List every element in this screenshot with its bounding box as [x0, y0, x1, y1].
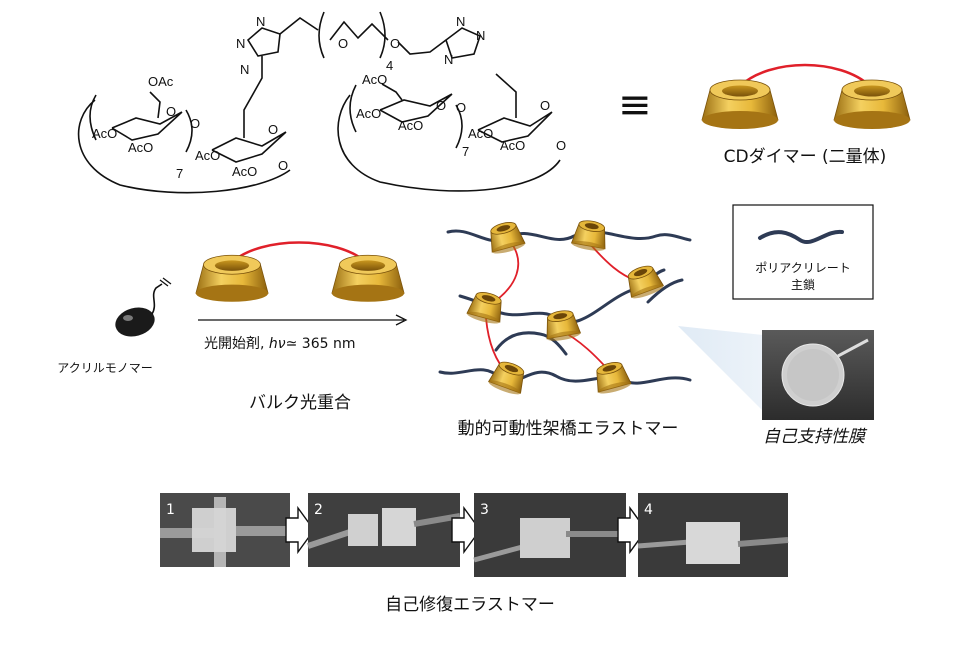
- condition-hv: hν: [269, 336, 286, 352]
- label-oac: OAc: [148, 74, 174, 89]
- peg-paren-open: [318, 11, 325, 59]
- label-repeat-right: 7: [462, 144, 469, 159]
- label-aco-4: AcO: [232, 164, 257, 179]
- legend-line-1: ポリアクリレート: [755, 261, 850, 275]
- label-o-4: O: [278, 158, 288, 173]
- step-number-1: 1: [166, 502, 175, 518]
- label-n-6: N: [444, 52, 453, 67]
- film-photo: [762, 330, 874, 420]
- cyclodextrin-left: [701, 79, 779, 130]
- label-n-5: N: [476, 28, 485, 43]
- label-repeat-peg: 4: [386, 58, 393, 73]
- bracket-left-close: [185, 109, 193, 153]
- ch2-aco-bond: [381, 83, 403, 101]
- legend-line-2: 主鎖: [791, 277, 815, 292]
- peg-paren-close: [379, 11, 386, 59]
- reaction-arrow: [198, 314, 408, 326]
- step-arrow-2: [451, 505, 481, 555]
- label-o-1: O: [190, 116, 200, 131]
- process-label: バルク光重合: [249, 393, 351, 413]
- label-o-7: O: [540, 98, 550, 113]
- chain-legend-icon: [758, 229, 844, 244]
- reaction-condition: 光開始剤, hν≃ 365 nm: [204, 336, 355, 352]
- healing-sequence: 1 2 3 4: [160, 493, 789, 577]
- label-o-5: O: [436, 98, 446, 113]
- step-number-3: 3: [480, 502, 489, 518]
- label-o-peg-2: O: [390, 36, 400, 51]
- healing-photo-4: [637, 493, 789, 577]
- label-aco-5: AcO: [362, 72, 387, 87]
- triazole-left: [246, 27, 281, 57]
- step-number-4: 4: [644, 502, 653, 518]
- label-o-3: O: [268, 122, 278, 137]
- zoom-beam: [678, 326, 772, 420]
- glucose-ring-right: [379, 93, 453, 123]
- healing-photo-2: [307, 493, 461, 567]
- label-o-peg-1: O: [338, 36, 348, 51]
- monomer-label: アクリルモノマー: [57, 361, 152, 375]
- condition-wavelength: ≃ 365 nm: [286, 336, 356, 352]
- cd-ring-loop-left: [77, 99, 291, 194]
- label-n-3: N: [256, 14, 265, 29]
- label-aco-3: AcO: [195, 148, 220, 163]
- acryl-monomer-icon: [115, 277, 172, 337]
- reagent-cd-left: [195, 254, 269, 303]
- label-aco-6: AcO: [356, 106, 381, 121]
- reagent-cd-right: [331, 254, 405, 303]
- dimer-linker: [739, 63, 871, 87]
- step-arrow-1: [285, 505, 315, 555]
- glucose-ring-lower: [211, 131, 287, 163]
- crosslinks: [485, 243, 641, 375]
- glucose-ring-left: [111, 111, 183, 141]
- label-aco-9: AcO: [500, 138, 525, 153]
- label-aco-2: AcO: [128, 140, 153, 155]
- elastomer-network: [438, 217, 692, 398]
- label-n-1: N: [240, 62, 249, 77]
- cd-dimer-caption: CDダイマー (二量体): [724, 147, 887, 167]
- healing-photo-1: [160, 493, 290, 567]
- step-number-2: 2: [314, 502, 323, 518]
- cd-dimer-cartoon: [701, 63, 911, 130]
- label-repeat-left: 7: [176, 166, 183, 181]
- network-caption: 動的可動性架橋エラストマー: [458, 419, 679, 439]
- label-aco-1: AcO: [92, 126, 117, 141]
- legend-box: [732, 204, 874, 300]
- peg-chain: [279, 17, 447, 55]
- bracket-right-close: [455, 104, 463, 149]
- linker-right-bond: [495, 73, 517, 118]
- label-o-2: O: [166, 104, 176, 119]
- glucose-ring-lower-right: [477, 111, 553, 143]
- bracket-left-open: [89, 94, 97, 141]
- cd-dimer-reagent: [195, 241, 405, 303]
- triazole-right: [445, 27, 481, 59]
- bracket-right-open: [349, 84, 357, 133]
- label-n-2: N: [236, 36, 245, 51]
- label-aco-8: AcO: [468, 126, 493, 141]
- reagent-linker: [231, 241, 367, 263]
- cd-ring-loop-right: [337, 94, 561, 192]
- healing-photo-3: [473, 493, 626, 577]
- healing-caption: 自己修復エラストマー: [385, 595, 555, 615]
- cd-dimer-structure: OAc AcO AcO AcO AcO O O O O 7 N N N N N …: [77, 11, 566, 194]
- linker-left-bond: [243, 56, 263, 138]
- label-o-6: O: [456, 100, 466, 115]
- ch2-oac-bond: [149, 91, 161, 119]
- cyclodextrin-right: [833, 79, 911, 130]
- label-n-4: N: [456, 14, 465, 29]
- film-caption: 自己支持性膜: [763, 427, 868, 447]
- label-aco-7: AcO: [398, 118, 423, 133]
- condition-initiator: 光開始剤,: [204, 336, 269, 352]
- label-o-8: O: [556, 138, 566, 153]
- equivalence-symbol: ≡: [618, 82, 652, 128]
